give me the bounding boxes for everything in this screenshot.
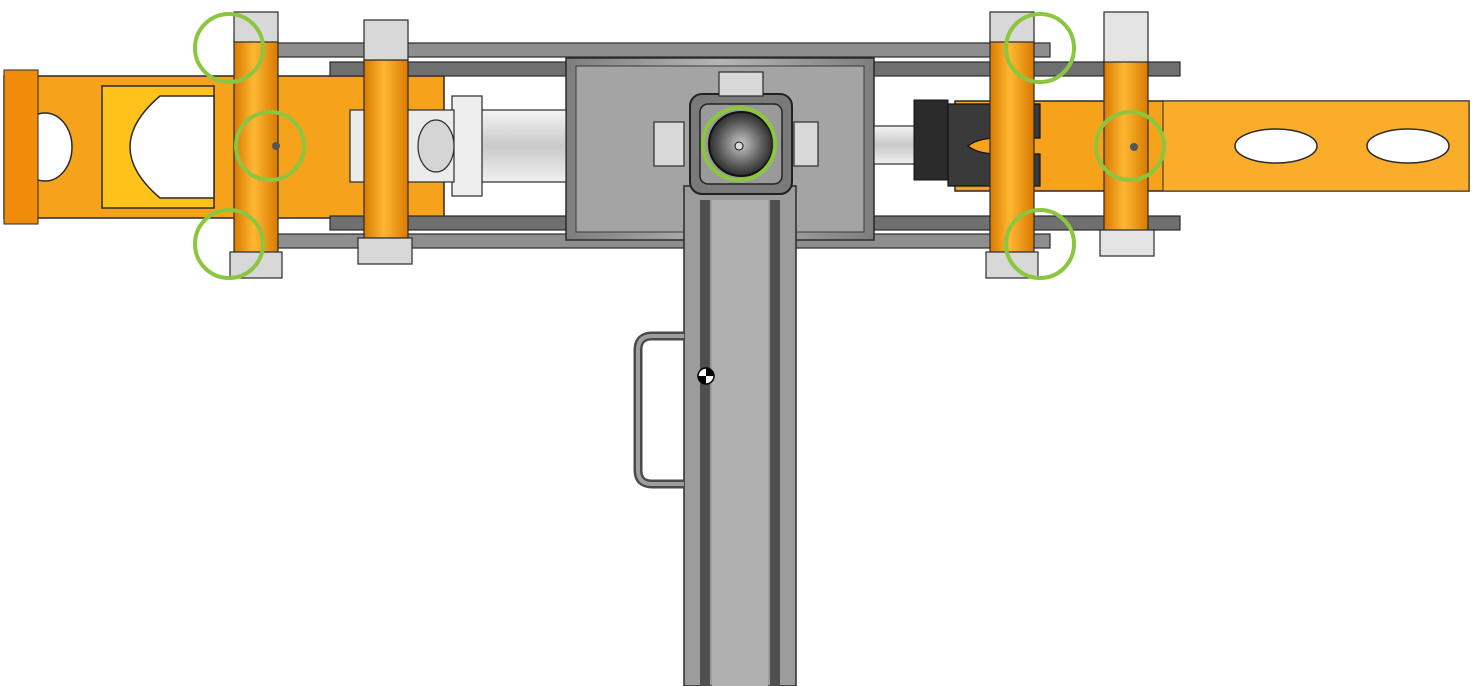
highlight-ring bbox=[234, 110, 306, 182]
pin-right-outer bbox=[1103, 59, 1149, 239]
vertical-mast bbox=[653, 71, 819, 686]
highlight-ring bbox=[1094, 110, 1166, 182]
highlight-ring bbox=[193, 12, 265, 84]
pin-left-outer bbox=[233, 39, 279, 263]
bolt-top-2 bbox=[363, 19, 409, 61]
bolt-top-4 bbox=[1103, 11, 1149, 63]
left-arm-cutout bbox=[129, 95, 215, 199]
mast-face bbox=[712, 200, 768, 686]
grease-fitting-left bbox=[272, 142, 280, 150]
right-arm bbox=[954, 100, 1470, 192]
cylinder-barrel bbox=[467, 109, 567, 183]
nut-bottom-4 bbox=[1099, 229, 1155, 257]
mast-channel-left bbox=[700, 200, 710, 686]
grab-handle-highlight bbox=[636, 334, 684, 486]
pin-right-inner bbox=[989, 39, 1035, 263]
rubber-block bbox=[913, 99, 949, 181]
cylinder-clevis-end bbox=[417, 119, 455, 173]
grease-fitting-center bbox=[734, 141, 744, 151]
mast-side-bolt-left bbox=[653, 121, 685, 167]
highlight-ring bbox=[1004, 12, 1076, 84]
center-of-mass-quadrants bbox=[698, 368, 714, 384]
mast-top-nut bbox=[718, 71, 764, 97]
grease-fitting-right bbox=[1130, 143, 1138, 151]
mast-side-bolt-right bbox=[793, 121, 819, 167]
left-arm-tip bbox=[3, 69, 39, 225]
mast-channel-right bbox=[770, 200, 780, 686]
cylinder-flange bbox=[451, 95, 483, 197]
highlight-ring bbox=[1004, 208, 1076, 280]
right-arm-slot-2 bbox=[1366, 128, 1450, 164]
top-plate bbox=[237, 42, 1051, 58]
cylinder-rod-right bbox=[873, 125, 921, 165]
highlight-rings bbox=[193, 12, 1166, 280]
nut-bottom-2 bbox=[357, 237, 413, 265]
grab-handle bbox=[633, 331, 684, 489]
highlight-ring bbox=[193, 208, 265, 280]
right-arm-slot-1 bbox=[1234, 128, 1318, 164]
highlight-ring bbox=[701, 106, 777, 182]
pin-left-inner bbox=[363, 59, 409, 239]
